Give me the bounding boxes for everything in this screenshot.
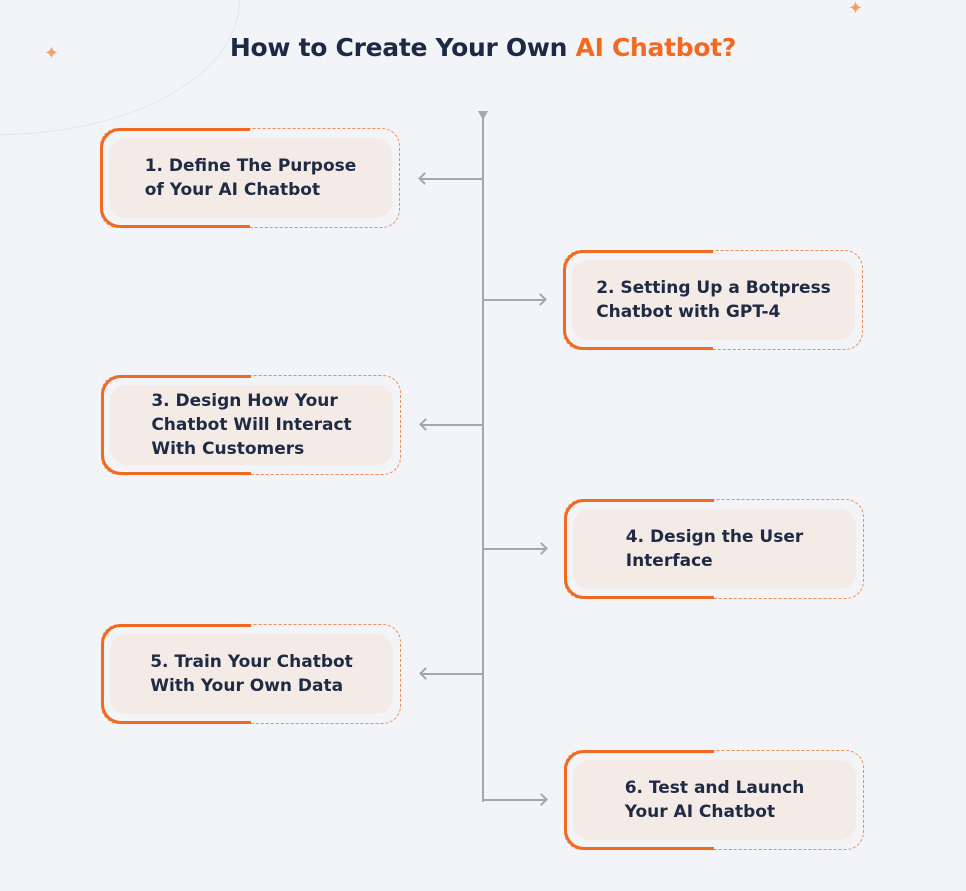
arrow-right-icon [483, 793, 548, 806]
timeline-start-triangle-icon [478, 111, 488, 120]
step-2-box: 2. Setting Up a Botpress Chatbot with GP… [563, 250, 863, 350]
step-label: 1. Define The Purpose of Your AI Chatbot [144, 156, 357, 200]
page-title: How to Create Your Own AI Chatbot? [0, 33, 966, 62]
arrow-right-icon [483, 293, 547, 306]
step-1-box: 1. Define The Purpose of Your AI Chatbot [100, 128, 400, 228]
arrow-left-icon [419, 667, 483, 680]
arrow-left-icon [418, 172, 483, 185]
title-accent: AI Chatbot? [575, 33, 737, 62]
title-text: How to Create Your Own [229, 33, 576, 62]
step-label: 6. Test and Launch Your AI Chatbot [624, 778, 805, 822]
sparkle-icon: ✦ [44, 43, 60, 64]
step-label: 3. Design How Your Chatbot Will Interact… [151, 391, 352, 459]
decorative-circle [0, 0, 240, 135]
sparkle-icon: ✦ [848, 0, 864, 19]
timeline-line [482, 116, 484, 802]
step-label: 2. Setting Up a Botpress Chatbot with GP… [596, 278, 831, 322]
step-3-box: 3. Design How Your Chatbot Will Interact… [101, 375, 401, 475]
step-label: 5. Train Your Chatbot With Your Own Data [150, 652, 353, 696]
step-6-box: 6. Test and Launch Your AI Chatbot [564, 750, 864, 850]
arrow-left-icon [419, 418, 483, 431]
step-5-box: 5. Train Your Chatbot With Your Own Data [101, 624, 401, 724]
step-4-box: 4. Design the User Interface [564, 499, 864, 599]
step-label: 4. Design the User Interface [625, 527, 804, 571]
arrow-right-icon [483, 542, 548, 555]
